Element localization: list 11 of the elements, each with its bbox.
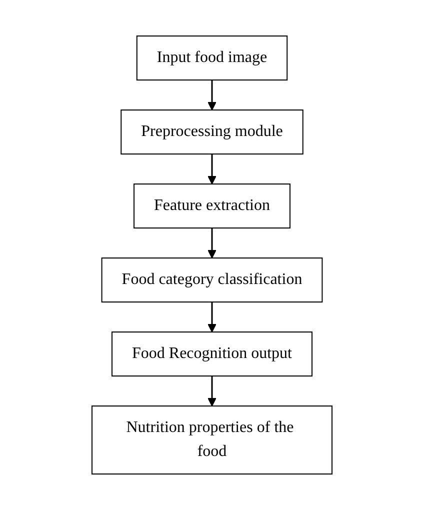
arrow [207,154,216,184]
node-box: Food Recognition output [111,331,312,376]
node-box: Feature extraction [133,183,290,228]
arrow [207,80,216,110]
node-box: Preprocessing module [120,109,303,154]
node-box: Food category classification [100,257,322,302]
node-box: Nutrition properties of the food [91,405,332,474]
node-box: Input food image [136,35,288,80]
arrow [207,302,216,332]
arrow [207,228,216,258]
arrow [207,376,216,406]
